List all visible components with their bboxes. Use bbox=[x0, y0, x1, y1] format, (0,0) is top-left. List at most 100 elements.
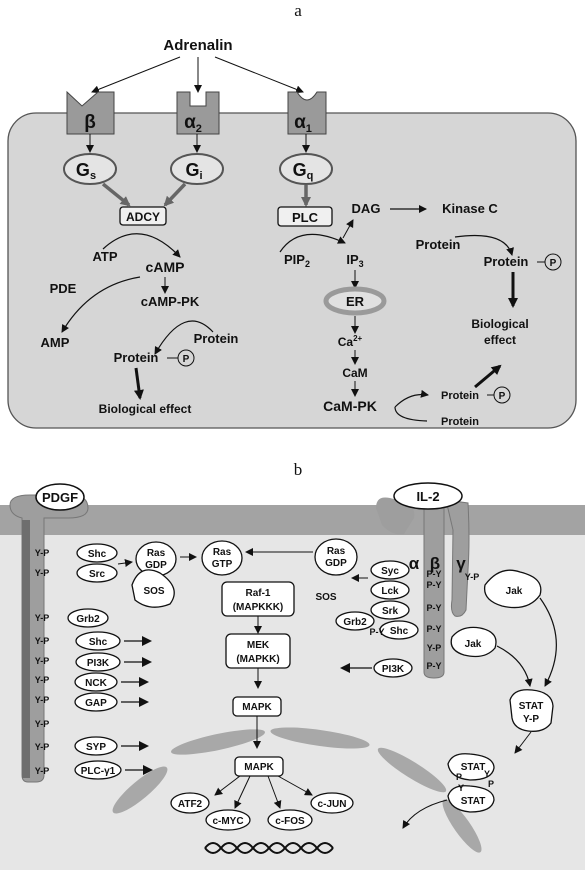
svg-text:GDP: GDP bbox=[325, 558, 347, 569]
calcium-label: Ca2+ bbox=[338, 334, 363, 349]
jak-upper bbox=[483, 569, 542, 609]
mapk-nuclear-box bbox=[234, 756, 284, 777]
adaptor-left-1 bbox=[76, 563, 118, 583]
jak-lower bbox=[450, 626, 497, 658]
svg-text:MEK: MEK bbox=[247, 640, 270, 651]
il2-label: IL-2 bbox=[416, 489, 439, 504]
ras-gdp-right bbox=[314, 538, 358, 576]
plc-label-a: PLC bbox=[292, 210, 319, 225]
svg-text:STAT: STAT bbox=[519, 701, 544, 712]
svg-text:GDP: GDP bbox=[145, 560, 167, 571]
camp-label: cAMP bbox=[146, 259, 185, 275]
transcription-factor-label-2: c-FOS bbox=[275, 816, 305, 827]
phospho-protein-left: Protein bbox=[114, 350, 159, 365]
svg-text:Jak: Jak bbox=[506, 586, 523, 597]
beta-receptor: β bbox=[66, 90, 115, 135]
plasma-membrane-b bbox=[0, 505, 585, 535]
adaptor-left-label-5: NCK bbox=[85, 678, 107, 689]
adaptor-right-4 bbox=[335, 611, 375, 631]
sos-left bbox=[131, 569, 175, 608]
adaptor-left-5 bbox=[74, 672, 118, 692]
pdgf-label: PDGF bbox=[42, 490, 78, 505]
pdgf-yp-2: Y-P bbox=[35, 613, 50, 623]
svg-text:Gs: Gs bbox=[76, 160, 96, 182]
adaptor-left-2 bbox=[67, 608, 109, 628]
gs-protein: Gs bbox=[63, 153, 117, 185]
il2-py-5: P-Y bbox=[426, 661, 441, 671]
il2-receptor bbox=[376, 494, 470, 679]
il2-py-2: P-Y bbox=[426, 603, 441, 613]
svg-text:Ras: Ras bbox=[327, 546, 346, 557]
plc-box-a bbox=[277, 206, 333, 227]
svg-text:MAPK: MAPK bbox=[242, 702, 272, 713]
pdgf-yp-3: Y-P bbox=[35, 636, 50, 646]
transcription-factor-label-3: c-JUN bbox=[318, 799, 347, 810]
adaptor-right-label-3: Shc bbox=[390, 626, 409, 637]
phosphate-circle-bottom bbox=[493, 386, 511, 404]
svg-text:Y-P: Y-P bbox=[523, 714, 539, 725]
adaptor-right-label-1: Lck bbox=[381, 586, 399, 597]
svg-text:Gq: Gq bbox=[293, 160, 314, 182]
svg-text:Jak: Jak bbox=[465, 639, 482, 650]
svg-text:P: P bbox=[488, 779, 494, 789]
panel-b: b PDGF Y-PY-PY-PY-PY-PY-PY-PY-PY-PY-P Sh… bbox=[0, 460, 585, 870]
adrenalin-to-alpha1-arrow bbox=[214, 56, 304, 94]
kinase-c-label: Kinase C bbox=[442, 201, 498, 216]
adaptor-left-label-8: PLC-γ1 bbox=[81, 766, 116, 777]
il2-gamma: γ bbox=[456, 554, 466, 573]
adaptor-left-label-6: GAP bbox=[85, 698, 107, 709]
adrenalin-to-beta-arrow bbox=[91, 56, 181, 94]
adaptor-left-4 bbox=[75, 652, 121, 672]
pdgf-yp-5: Y-P bbox=[35, 675, 50, 685]
adaptor-right-label-5: PI3K bbox=[382, 664, 405, 675]
transcription-factor-3 bbox=[310, 792, 354, 814]
transcription-factor-0 bbox=[170, 792, 210, 814]
biological-effect-right-line1: Biological bbox=[471, 317, 528, 331]
svg-text:(MAPKKK): (MAPKKK) bbox=[233, 602, 284, 613]
adcy-label: ADCY bbox=[126, 210, 160, 224]
alpha2-receptor: α2 bbox=[176, 91, 220, 135]
svg-text:Gi: Gi bbox=[185, 160, 202, 182]
ras-gtp bbox=[201, 540, 243, 576]
adaptor-right-3 bbox=[379, 620, 419, 640]
il2-py-1: P-Y bbox=[426, 580, 441, 590]
svg-text:(MAPKK): (MAPKK) bbox=[236, 654, 279, 665]
amp-label: AMP bbox=[41, 335, 70, 350]
svg-text:Ras: Ras bbox=[147, 548, 166, 559]
pip2-label: PIP2 bbox=[284, 252, 310, 269]
transcription-factor-label-0: ATF2 bbox=[178, 799, 203, 810]
il2-py-4: Y-P bbox=[427, 643, 442, 653]
svg-text:Y: Y bbox=[484, 769, 490, 779]
stat-dimer: STAT STAT P Y Y P bbox=[447, 753, 495, 813]
pdgf-yp-8: Y-P bbox=[35, 742, 50, 752]
phosphate-circle-right bbox=[544, 253, 562, 271]
shc-py-label: P-Y bbox=[369, 627, 384, 637]
adrenalin-label: Adrenalin bbox=[163, 37, 232, 54]
alpha1-receptor-label: α1 bbox=[294, 112, 312, 135]
transcription-factor-2 bbox=[267, 809, 313, 831]
protein-substrate-right: Protein bbox=[416, 237, 461, 252]
phosphate-circle-left bbox=[177, 349, 195, 367]
svg-text:SOS: SOS bbox=[143, 586, 164, 597]
adaptor-right-2 bbox=[370, 600, 410, 620]
il2-ligand bbox=[393, 482, 463, 510]
adaptor-right-0 bbox=[370, 560, 410, 580]
svg-text:P: P bbox=[183, 354, 190, 365]
pdgf-yp-0: Y-P bbox=[35, 548, 50, 558]
gq-protein: Gq bbox=[279, 153, 333, 185]
adaptor-left-8 bbox=[74, 760, 122, 780]
il2-py-3: P-Y bbox=[426, 624, 441, 634]
pdgf-yp-4: Y-P bbox=[35, 656, 50, 666]
svg-text:Ras: Ras bbox=[213, 547, 232, 558]
svg-text:Y: Y bbox=[458, 783, 464, 793]
calmodulin-label: CaM bbox=[342, 366, 367, 380]
beta-receptor-label: β bbox=[84, 112, 96, 133]
biological-effect-left: Biological effect bbox=[99, 402, 192, 416]
svg-text:P: P bbox=[499, 391, 506, 402]
cam-pk-label: CaM-PK bbox=[323, 398, 377, 414]
il2-beta: β bbox=[430, 554, 440, 573]
svg-text:P: P bbox=[550, 258, 557, 269]
stat-monomer bbox=[509, 689, 554, 732]
phospho-protein-bottom: Protein bbox=[441, 390, 479, 402]
ip3-label: IP3 bbox=[346, 252, 363, 269]
